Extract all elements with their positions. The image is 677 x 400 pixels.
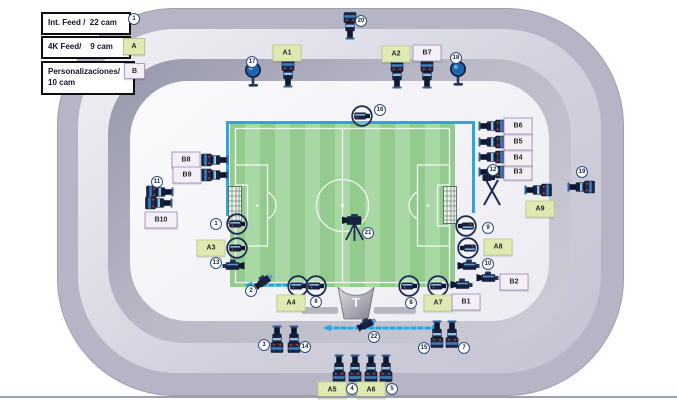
zone-label-b1: B1 [451,293,481,311]
zone-label-b7: B7 [412,44,442,62]
circled-camera-icon [455,215,477,237]
zone-label-b5: B5 [503,133,533,151]
camera-icon [524,182,552,198]
zone-label-a1: A1 [272,44,302,62]
camera-number-18: 18 [450,52,462,64]
zone-label-b6: B6 [503,117,533,135]
camera-number-21: 21 [362,227,374,239]
camera-number-22: 22 [368,331,380,343]
tunnel-shape [337,286,375,320]
goal-net-right [443,186,457,224]
circled-camera-icon [398,275,420,297]
tripod-camera-icon [341,214,369,242]
camera-icon [567,179,595,195]
camera-icon [331,354,347,382]
zone-label-a2: A2 [381,45,411,63]
camera-icon [419,61,435,89]
legend-int-feed: Int. Feed / 22 cam [41,12,131,35]
circled-camera-icon [287,275,309,297]
camera-number-13: 13 [210,257,222,269]
camera-number-19: 19 [576,166,588,178]
camera-number-15: 15 [418,342,430,354]
camera-icon [342,12,358,40]
dome-camera-icon [244,62,262,88]
zone-label-a8: A8 [483,238,513,256]
camera-rail-right [472,121,475,213]
players-tunnel: T [337,286,375,320]
shoulder-camera-icon [457,259,481,274]
camera-icon [478,134,506,150]
camera-number-17: 17 [246,56,258,68]
camera-icon [347,354,363,382]
camera-number-1: 1 [210,218,222,230]
legend-personalizaciones: Personalizaciones/ 10 cam [41,61,135,95]
zone-label-a3: A3 [196,239,226,257]
camera-icon [389,61,405,89]
zone-label-a5: A5 [317,381,347,399]
camera-number-2: 2 [245,285,257,297]
legend-4k-feed: 4K Feed/ 9 cam [41,36,131,59]
zone-label-b4: B4 [503,149,533,167]
circled-camera-icon [351,105,373,127]
circled-camera-icon [427,275,449,297]
circled-camera-icon [305,275,327,297]
legend-number-circle-sample: 1 [128,13,140,25]
zone-label-b9: B9 [172,166,202,184]
camera-icon [444,320,460,348]
football-pitch [230,124,455,287]
legend-badge-a: A [123,38,145,55]
camera-number-14: 14 [299,341,311,353]
zone-label-b2: B2 [499,273,529,291]
camera-number-6: 6 [310,296,322,308]
zone-label-a9: A9 [525,200,555,218]
shoulder-camera-icon [221,259,245,274]
rail-camera-icon [252,269,278,293]
dolly-track [323,323,440,333]
camera-icon [146,184,174,200]
camera-number-4: 4 [346,383,358,395]
tunnel-label: T [352,295,360,310]
camera-number-7: 7 [458,342,470,354]
circled-camera-icon [226,237,248,259]
rail-camera-icon [355,313,381,335]
camera-icon [363,354,379,382]
camera-icon [201,167,229,183]
zone-label-a4: A4 [276,294,306,312]
camera-number-12: 12 [487,164,499,176]
camera-number-10: 10 [482,258,494,270]
camera-icon [201,152,229,168]
dome-camera-icon [449,61,467,87]
camera-number-9: 9 [482,222,494,234]
camera-icon [286,325,302,353]
bottom-divider [0,396,677,398]
camera-number-11: 11 [151,176,163,188]
camera-icon [478,149,506,165]
pitch-side-barrier-left [302,307,338,313]
camera-icon [269,325,285,353]
jib-camera-icon [481,172,503,208]
circled-camera-icon [226,213,248,235]
shoulder-camera-icon [450,278,474,293]
camera-number-3: 3 [258,339,270,351]
circled-camera-icon [457,237,479,259]
zone-label-b10: B10 [144,211,178,229]
camera-number-5: 5 [386,383,398,395]
legend-badge-b: B [124,63,145,79]
camera-icon [145,195,173,211]
camera-rail-top [227,121,474,124]
camera-icon [429,320,445,348]
pitch-side-barrier-right [374,307,416,313]
zone-label-a7: A7 [423,294,453,312]
camera-number-8: 8 [405,297,417,309]
camera-number-16: 16 [374,104,386,116]
camera-icon [478,118,506,134]
shoulder-camera-icon [476,271,500,286]
camera-icon [378,354,394,382]
camera-icon [280,60,296,88]
camera-number-20: 20 [355,15,367,27]
camera-rail-left [226,121,229,216]
